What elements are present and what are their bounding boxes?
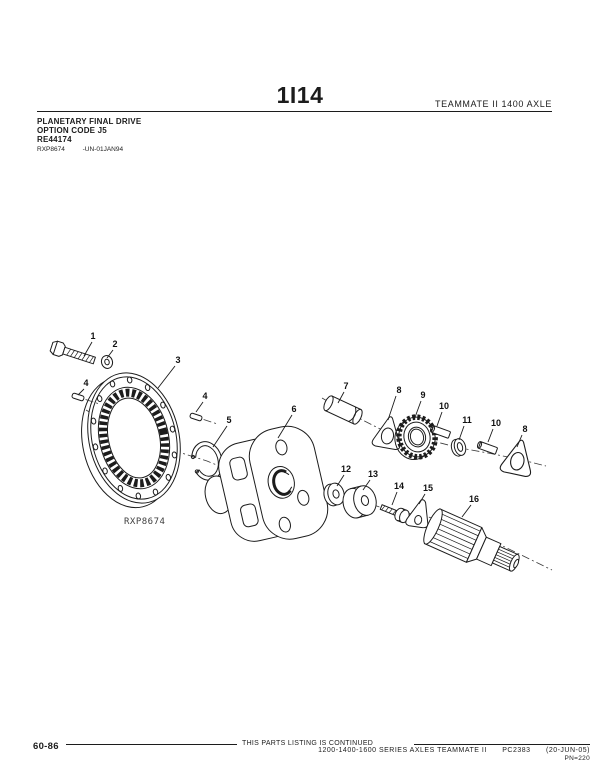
part-snap-ring — [190, 441, 223, 481]
part-label: 9 — [420, 390, 425, 400]
part-washer-small — [323, 482, 345, 507]
part-thrust-washer-front — [371, 416, 401, 451]
part-planet-pin-shaft — [323, 395, 363, 425]
figure-info-block: PLANETARY FINAL DRIVE OPTION CODE J5 RE4… — [37, 117, 141, 154]
option-code: OPTION CODE J5 — [37, 126, 107, 135]
part-lock-washer — [100, 355, 114, 369]
footer-rule-left — [66, 744, 237, 745]
ring-gear-bolt-holes — [90, 376, 178, 500]
part-retainer-disc — [342, 485, 377, 519]
part-label: 4 — [83, 378, 88, 388]
part-label: 8 — [396, 385, 401, 395]
part-label: 11 — [462, 415, 472, 425]
figure-title: PLANETARY FINAL DRIVE — [37, 117, 142, 126]
part-label: 2 — [112, 339, 117, 349]
part-label: 6 — [291, 404, 296, 414]
part-label: 16 — [469, 494, 479, 504]
diagram-watermark: RXP8674 — [124, 517, 165, 527]
part-label: 3 — [175, 355, 180, 365]
catalog-line: 1200-1400-1600 SERIES AXLES TEAMMATE II … — [318, 747, 590, 754]
part-roller-pin-2 — [476, 441, 498, 455]
leader-lines — [77, 341, 523, 518]
part-label: 10 — [491, 418, 501, 428]
catalog-date: (20-JUN-05) — [545, 747, 590, 754]
part-label: 7 — [343, 381, 348, 391]
image-meta: -UN-01JAN94 — [82, 146, 124, 153]
part-sun-shaft — [423, 508, 520, 572]
pn-number: PN=220 — [564, 755, 590, 762]
part-label: 10 — [439, 401, 449, 411]
catalog-series: 1200-1400-1600 SERIES AXLES TEAMMATE II — [318, 747, 487, 754]
part-label: 1 — [90, 331, 95, 341]
page-title: 1I14 — [276, 82, 324, 108]
part-retainer-plate — [405, 499, 429, 529]
catalog-code: PC2383 — [502, 747, 531, 754]
part-labels: 1 2 3 4 4 5 6 7 8 9 10 11 10 8 12 13 14 … — [83, 331, 527, 504]
part-thrust-washer-rear — [499, 439, 532, 477]
part-number: RE44174 — [37, 135, 72, 144]
axle-title: TEAMMATE II 1400 AXLE — [435, 99, 552, 109]
part-ring-gear — [81, 372, 181, 509]
part-label: 12 — [341, 464, 351, 474]
part-dowel-pin-right — [189, 412, 218, 425]
part-label: 14 — [394, 481, 404, 491]
part-label: 5 — [226, 415, 231, 425]
part-spacer-washer — [450, 438, 467, 457]
page-number: 60-86 — [33, 741, 59, 752]
part-label: 15 — [423, 483, 433, 493]
continued-note: THIS PARTS LISTING IS CONTINUED — [242, 740, 374, 747]
part-label: 13 — [368, 469, 378, 479]
part-planet-carrier — [204, 425, 329, 542]
part-roller-pin-1 — [429, 425, 451, 439]
part-label: 4 — [202, 391, 207, 401]
footer-rule-right — [414, 744, 590, 745]
part-label: 8 — [522, 424, 527, 434]
header-rule — [37, 111, 552, 112]
part-cap-screw — [49, 340, 96, 365]
image-ref: RXP8674 — [37, 146, 65, 153]
image-reference-line: RXP8674 -UN-01JAN94 — [37, 145, 141, 154]
